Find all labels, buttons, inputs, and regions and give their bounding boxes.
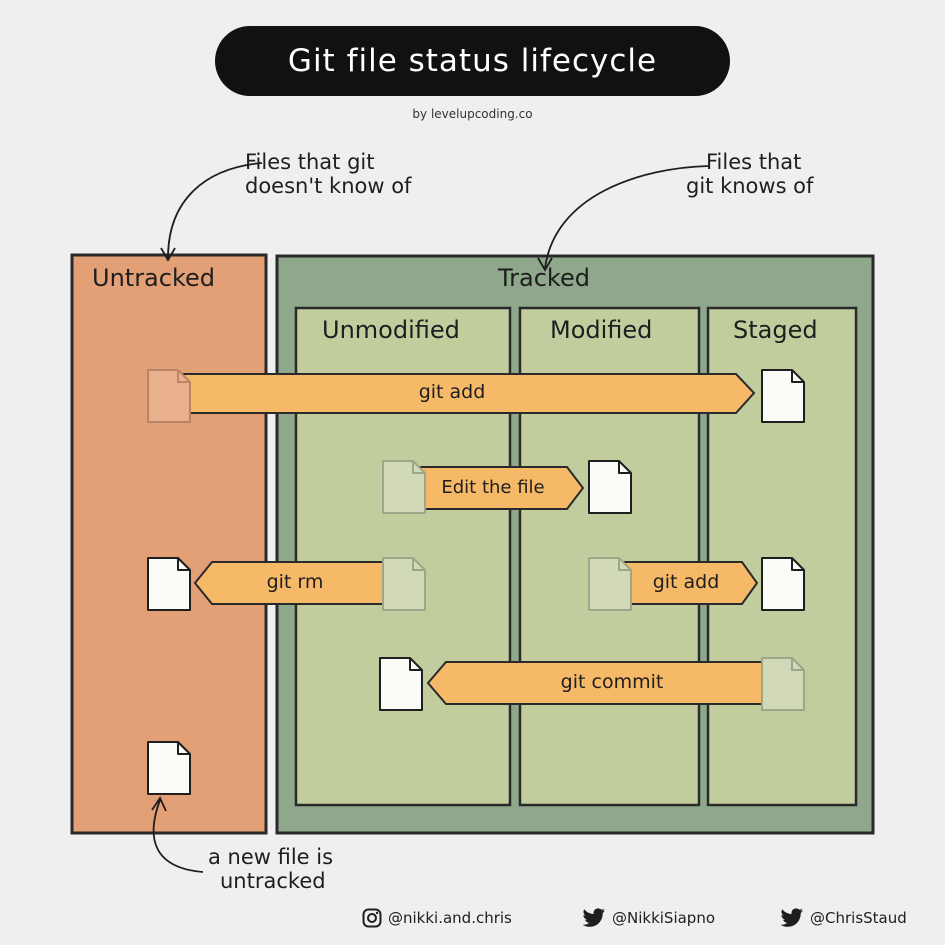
instagram-handle: @nikki.and.chris [362, 908, 512, 928]
page-title: Git file status lifecycle [287, 43, 658, 79]
twitter-handle-2-text: @ChrisStaud [810, 909, 907, 927]
git-add-top-label: git add [418, 381, 486, 403]
untracked-region [70, 253, 268, 835]
git-rm-label: git rm [266, 571, 324, 593]
untracked-note-pointer-head [160, 247, 176, 262]
untracked-note-line1: Files that git [245, 150, 375, 174]
new-file-pointer [152, 799, 204, 873]
untracked-note: Files that git doesn't know of [245, 150, 411, 198]
untracked-label: Untracked [92, 264, 215, 292]
byline: by levelupcoding.co [412, 107, 533, 121]
new-file-pointer-head [151, 796, 167, 812]
file-staged-icon [761, 557, 805, 611]
twitter-handle-1-text: @NikkiSiapno [612, 909, 716, 927]
unmodified-label: Unmodified [322, 316, 460, 344]
git-commit-label: git commit [560, 671, 664, 693]
twitter-bird-icon [582, 908, 605, 927]
untracked-note-line2: doesn't know of [245, 174, 412, 198]
file-unmodified-rm-faded-icon [382, 557, 426, 611]
file-staged-top-icon [761, 369, 805, 423]
git-add-modified-label: git add [652, 571, 720, 593]
twitter-handle-1: @NikkiSiapno [582, 908, 715, 928]
tracked-note-pointer [544, 165, 709, 269]
tracked-note-line2: git knows of [686, 174, 814, 198]
tracked-note: Files that git knows of [686, 150, 813, 198]
file-staged-faded-icon [761, 657, 805, 711]
new-file-note-line2: untracked [220, 869, 326, 893]
untracked-note-pointer [167, 162, 263, 259]
instagram-handle-text: @nikki.and.chris [388, 909, 512, 927]
new-file-note-line1: a new file is [208, 845, 334, 869]
file-new-untracked-icon [147, 741, 191, 795]
tracked-note-pointer-head [537, 257, 553, 272]
file-modified-faded-icon [588, 557, 632, 611]
instagram-icon [362, 908, 382, 928]
file-unmodified-commit-icon [379, 657, 423, 711]
file-unmodified-faded-icon [382, 460, 426, 514]
modified-label: Modified [550, 316, 653, 344]
twitter-handle-2: @ChrisStaud [780, 908, 907, 928]
file-modified-icon [588, 460, 632, 514]
git-rm-arrow [193, 561, 389, 605]
git-commit-arrow [426, 661, 766, 705]
file-untracked-peach-icon [147, 369, 191, 423]
tracked-label: Tracked [498, 264, 590, 292]
tracked-note-line1: Files that [706, 150, 802, 174]
file-untracked-rm-icon [147, 557, 191, 611]
new-file-note: a new file is untracked [208, 845, 333, 893]
edit-file-label: Edit the file [441, 477, 545, 498]
twitter-bird-icon [780, 908, 803, 927]
title-banner: Git file status lifecycle [215, 26, 730, 96]
staged-label: Staged [733, 316, 818, 344]
